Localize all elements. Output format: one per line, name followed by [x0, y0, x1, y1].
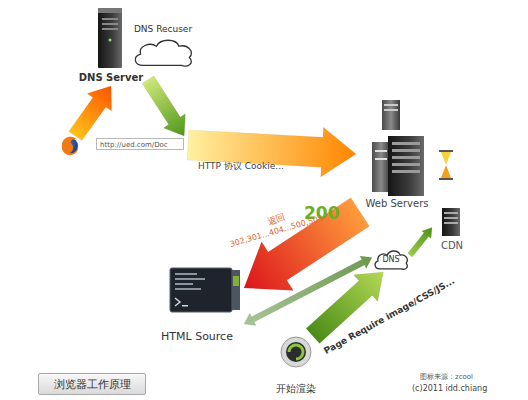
hourglass-sand: [441, 165, 451, 178]
server-slot: [375, 150, 387, 152]
terminal-prompt: [175, 298, 180, 306]
cloud-shape: [135, 40, 191, 66]
node-label: 开始渲染: [268, 382, 324, 396]
flow-arrow: [187, 127, 356, 177]
server-body: [388, 136, 424, 196]
node-label: DNS: [372, 248, 410, 272]
node-label: Web Servers: [356, 198, 438, 209]
edge-label: HTTP 协议 Cookie...: [198, 160, 284, 173]
cloud-outline: [130, 36, 196, 70]
web-servers: Web Servers: [356, 96, 438, 212]
hourglass-frame: [439, 150, 453, 152]
start-render: 开始渲染: [268, 336, 324, 396]
terminal-line: [175, 283, 193, 285]
terminal-side: [232, 270, 240, 310]
terminal-icon: [170, 268, 240, 312]
server-slot: [375, 158, 387, 160]
address-bar: http://ued.com/Doc: [60, 136, 188, 154]
server-body: [98, 8, 122, 68]
server-slot: [392, 149, 420, 152]
diagram-title: 浏览器工作原理: [38, 373, 146, 395]
render-icon: [281, 337, 311, 367]
node-label: CDN: [432, 240, 472, 251]
server-slot: [384, 104, 398, 106]
annotation-label: 图标来源：zcool: [420, 372, 473, 382]
node-label: DNS Server: [74, 72, 148, 83]
server-slot: [102, 18, 118, 20]
annotation-label: (c)2011 idd.chiang: [412, 384, 487, 393]
server-slot: [444, 212, 458, 214]
server-slot: [102, 28, 118, 30]
cdn-server: CDN: [432, 206, 472, 254]
dns-recursor-cloud: DNS Recuser: [130, 24, 196, 70]
hourglass-frame: [439, 178, 453, 180]
server-slot: [392, 170, 420, 173]
render-ring: [281, 337, 311, 367]
server-led: [109, 39, 112, 42]
server-body: [372, 142, 390, 192]
web-servers-icon: [372, 100, 424, 196]
terminal-cursor: [182, 305, 188, 307]
server-body: [382, 100, 400, 130]
server-top: [98, 8, 122, 13]
hourglass-icon: [439, 150, 453, 180]
flow-arrow: [142, 76, 185, 136]
dns-server: DNS Server: [74, 6, 148, 86]
terminal-line: [175, 273, 197, 275]
server-slot: [392, 142, 420, 145]
server-slot: [444, 222, 458, 224]
server-slot: [392, 156, 420, 159]
cdn-icon: [442, 208, 460, 236]
terminal-strip: [233, 276, 239, 286]
dns-cloud: DNS: [372, 248, 410, 272]
server-slot: [102, 23, 118, 25]
server-slot: [444, 217, 458, 219]
terminal-line: [175, 278, 205, 280]
flow-arrow: [69, 86, 112, 141]
html-source: HTML Source: [150, 264, 244, 344]
server-slot: [392, 163, 420, 166]
flow-arrow: [244, 198, 369, 291]
hourglass-sand: [441, 152, 451, 165]
node-label: http://ued.com/Doc: [96, 138, 184, 150]
node-label: HTML Source: [150, 330, 244, 343]
node-label: DNS Recuser: [130, 24, 196, 34]
terminal-screen: [170, 268, 232, 312]
render-spinner: [289, 345, 303, 359]
terminal-line: [175, 288, 201, 290]
flow-arrow: [408, 228, 432, 258]
flow-arrow: [244, 256, 372, 326]
browser-icon: [62, 137, 78, 155]
server-body: [442, 208, 460, 236]
render-core: [286, 342, 306, 362]
edge-layer: [69, 76, 432, 344]
browser-fox: [62, 137, 78, 155]
server-slot: [384, 109, 398, 111]
dns-server-icon: [98, 8, 122, 68]
